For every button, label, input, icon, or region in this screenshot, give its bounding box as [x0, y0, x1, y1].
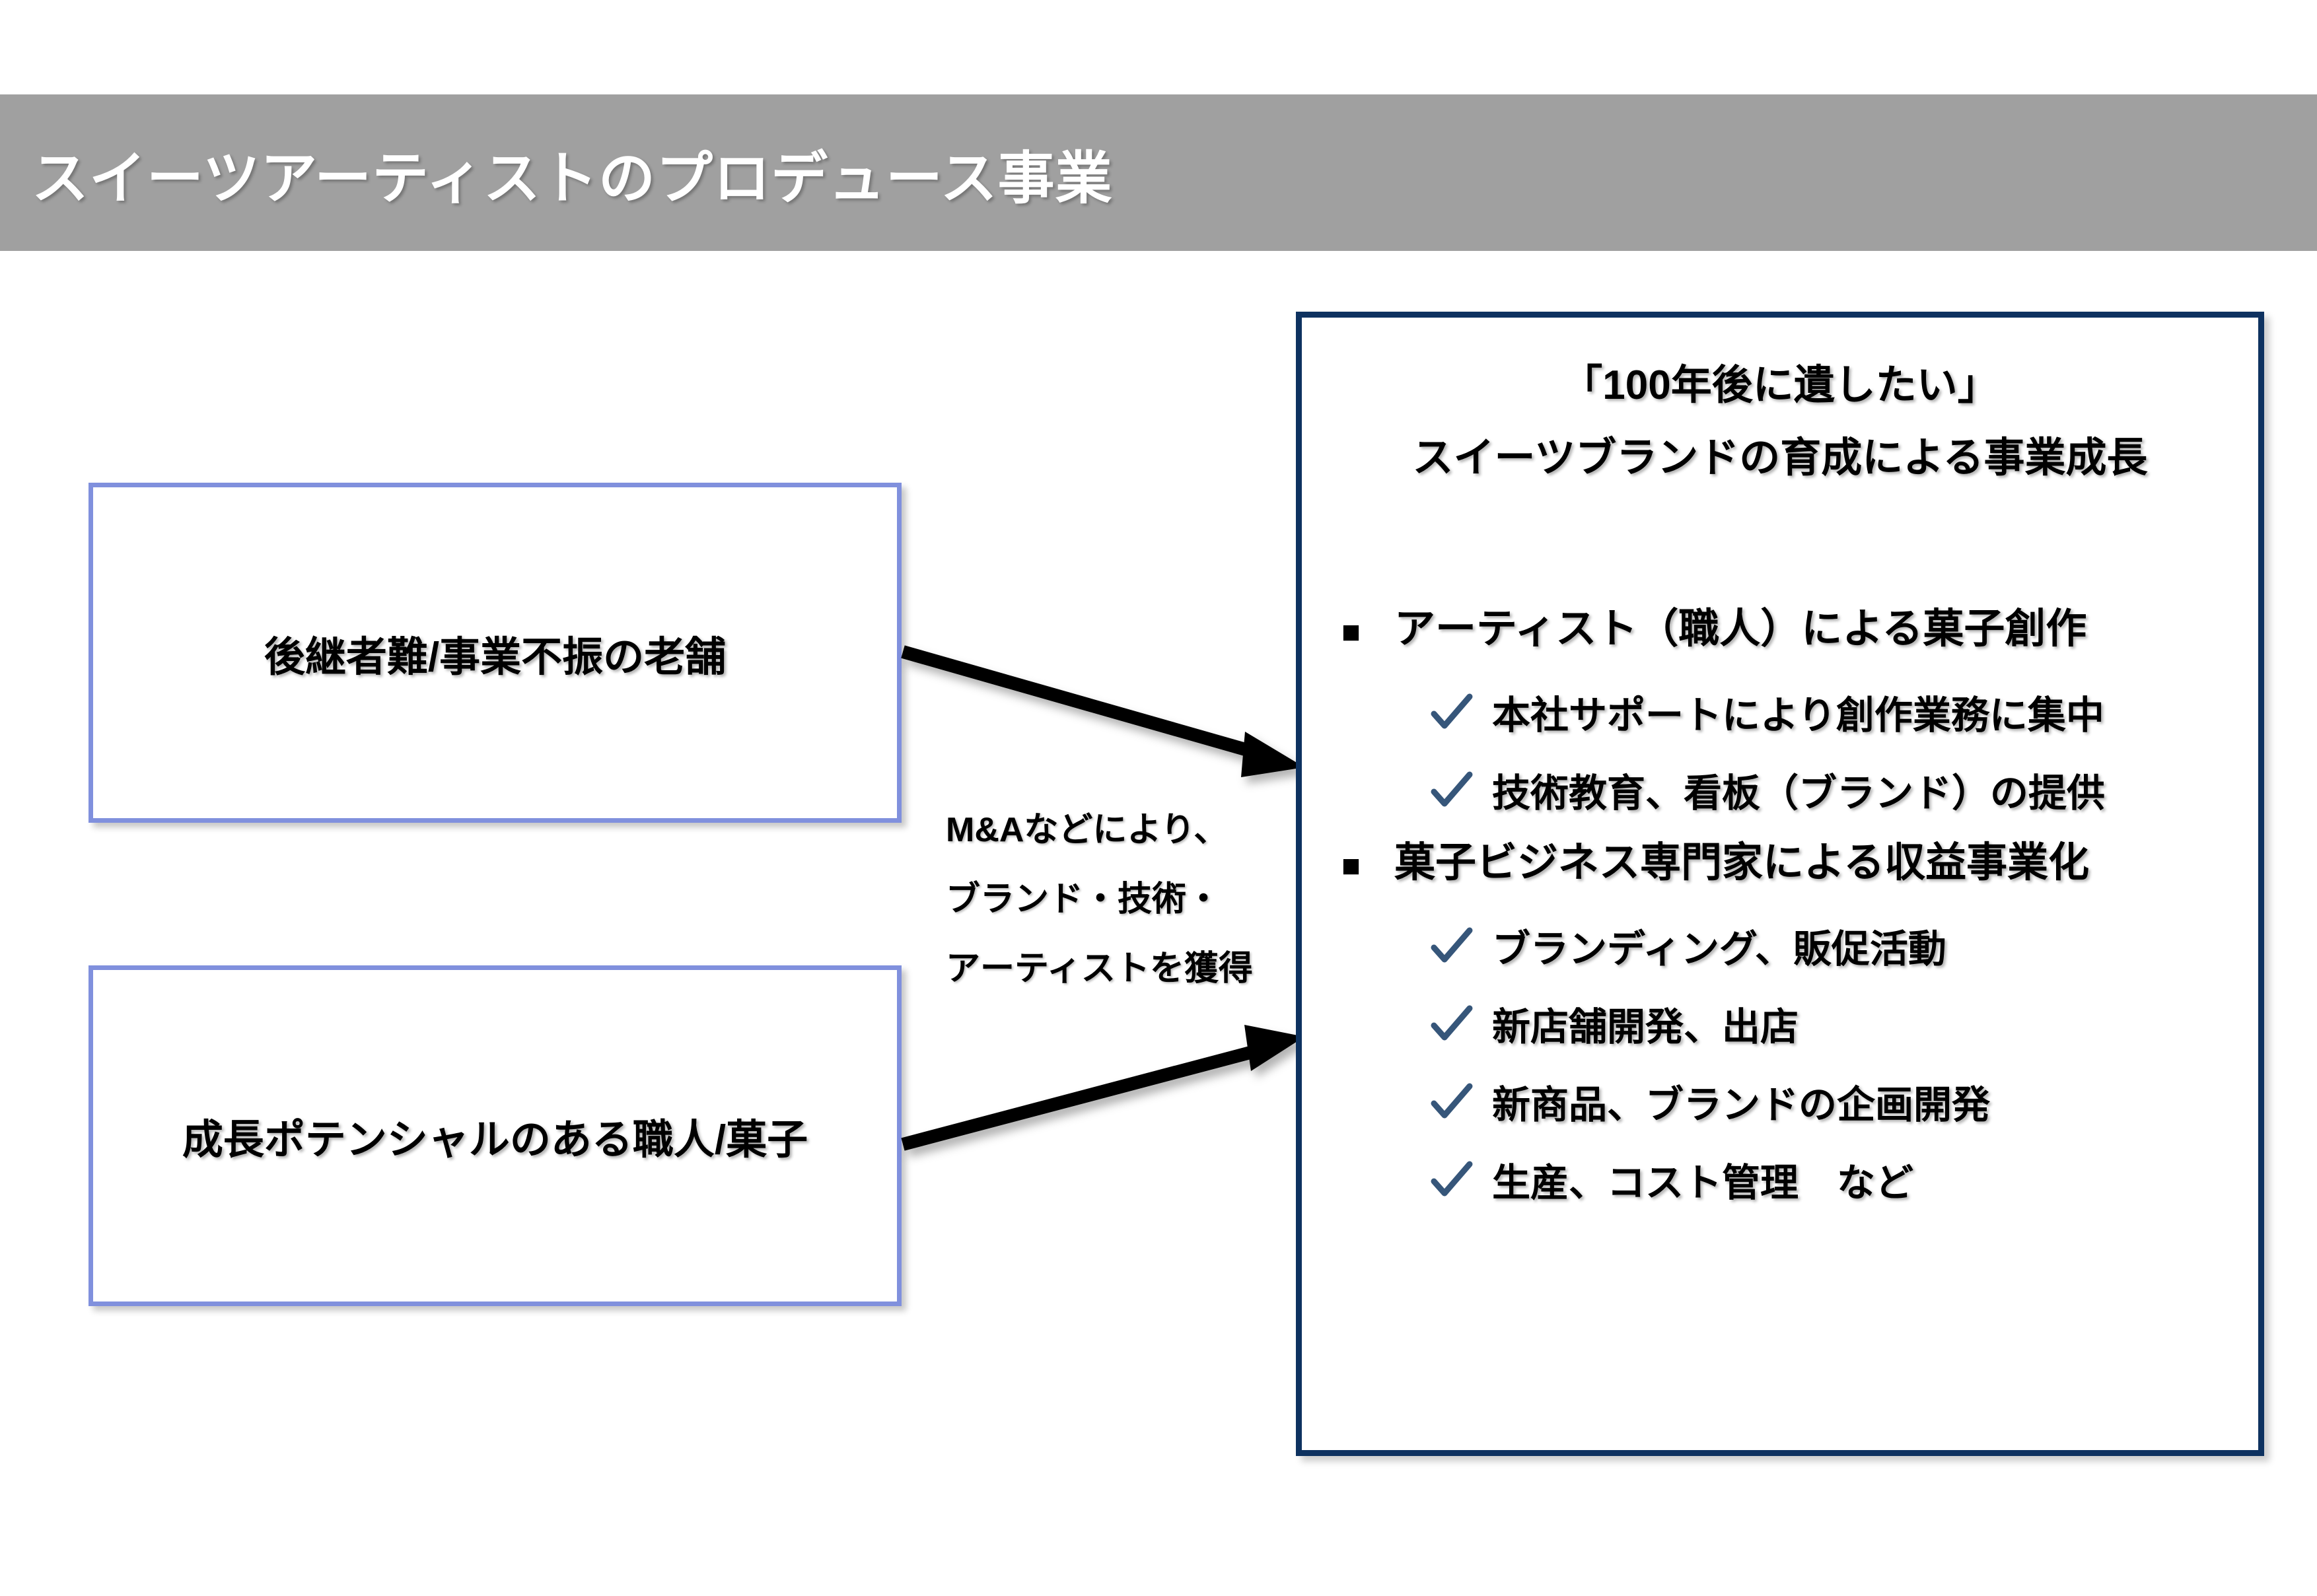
- outcome-subitem-0-1-label: 技術教育、看板（ブランド）の提供: [1492, 772, 2106, 815]
- check-icon: [1429, 1000, 1492, 1047]
- outcome-subitem-1-3-label: 生産、コスト管理 など: [1492, 1162, 1914, 1204]
- check-icon: [1429, 689, 1492, 735]
- source-box-growth-artisan[interactable]: 成長ポテンシャルのある職人/菓子: [89, 965, 902, 1306]
- page-title: スイーツアーティストのプロデュース事業: [32, 147, 1113, 210]
- outcome-subitem-0-0-label: 本社サポートにより創作業務に集中: [1492, 694, 2104, 737]
- caption-line-3: アーティストを獲得: [946, 950, 1253, 988]
- outcome-subitem-1-1-label: 新店舗開発、出店: [1492, 1006, 1799, 1049]
- check-icon: [1429, 922, 1492, 969]
- outcome-header: 「100年後に遺したい」 スイーツブランドの育成による事業成長: [1302, 349, 2258, 495]
- arrow-top-icon: [901, 645, 1304, 777]
- outcome-list: ■ アーティスト（職人）による菓子創作 本社サポートにより創作業務に集中 技術教…: [1302, 595, 2258, 1218]
- outcome-subitem-1-0-label: ブランディング、販促活動: [1492, 928, 1946, 971]
- outcome-subitem-cost-management[interactable]: 生産、コスト管理 など: [1429, 1140, 2258, 1218]
- arrow-bottom-icon: [901, 1025, 1304, 1151]
- source-box-2-label: 成長ポテンシャルのある職人/菓子: [182, 1117, 808, 1163]
- outcome-subitem-branding[interactable]: ブランディング、販促活動: [1429, 907, 2258, 985]
- middle-caption: M&Aなどにより、 ブランド・技術・ アーティストを獲得: [946, 796, 1289, 1004]
- caption-line-1: M&Aなどにより、: [946, 811, 1229, 849]
- outcome-item-1-label: 菓子ビジネス専門家による収益事業化: [1394, 840, 2090, 885]
- outcome-subitem-new-product[interactable]: 新商品、ブランドの企画開発: [1429, 1062, 2258, 1140]
- source-box-1-label: 後継者難/事業不振の老舗: [264, 634, 727, 680]
- outcome-header-line-2: スイーツブランドの育成による事業成長: [1412, 435, 2148, 481]
- title-banner: スイーツアーティストのプロデュース事業: [0, 94, 2317, 251]
- outcome-subitem-tech-education[interactable]: 技術教育、看板（ブランド）の提供: [1429, 751, 2258, 829]
- check-icon: [1429, 1156, 1492, 1202]
- outcome-item-0-label: アーティスト（職人）による菓子創作: [1394, 606, 2087, 652]
- square-bullet-icon: ■: [1341, 615, 1361, 650]
- outcome-subitem-new-store[interactable]: 新店舗開発、出店: [1429, 985, 2258, 1062]
- caption-line-2: ブランド・技術・: [946, 880, 1221, 919]
- square-bullet-icon: ■: [1341, 849, 1361, 884]
- outcome-item-business-monetization[interactable]: ■ 菓子ビジネス専門家による収益事業化: [1341, 829, 2258, 907]
- outcome-subitem-1-2-label: 新商品、ブランドの企画開発: [1492, 1084, 1991, 1127]
- check-icon: [1429, 1078, 1492, 1125]
- outcome-item-artist-creation[interactable]: ■ アーティスト（職人）による菓子創作: [1341, 595, 2258, 673]
- outcome-box[interactable]: 「100年後に遺したい」 スイーツブランドの育成による事業成長 ■ アーティスト…: [1296, 312, 2264, 1456]
- check-icon: [1429, 767, 1492, 813]
- outcome-subitem-hq-support[interactable]: 本社サポートにより創作業務に集中: [1429, 673, 2258, 751]
- outcome-header-line-1: 「100年後に遺したい」: [1561, 363, 1999, 408]
- source-box-legacy-shop[interactable]: 後継者難/事業不振の老舗: [89, 483, 902, 823]
